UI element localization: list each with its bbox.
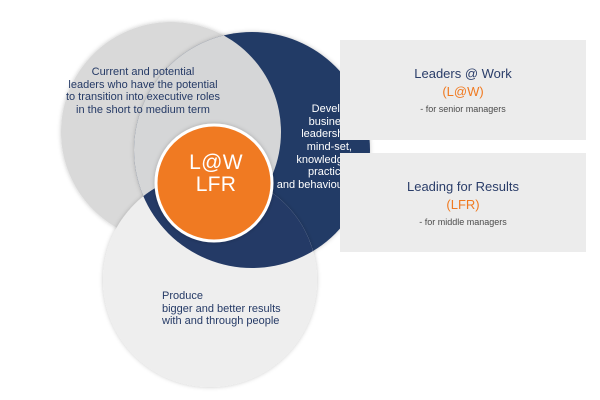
panel-note: - for middle managers xyxy=(419,217,507,227)
leaders-at-work-panel: Leaders @ Work (L@W) - for senior manage… xyxy=(340,40,586,140)
panel-code: (LFR) xyxy=(446,197,480,212)
panel-note: - for senior managers xyxy=(420,104,506,114)
panel-title: Leaders @ Work xyxy=(414,66,512,81)
navy-line-4: mind-set, xyxy=(306,140,352,153)
bottom-circle-line-1: Produce xyxy=(162,290,203,302)
top-circle-text: Current and potential leaders who have t… xyxy=(58,66,228,117)
navy-line-3: leadership xyxy=(301,128,352,141)
bottom-circle-line-3: with and through people xyxy=(162,315,280,328)
bottom-circle-line-2: bigger and better results xyxy=(162,302,281,315)
top-circle-line-3: to transition into executive roles xyxy=(65,91,221,104)
leading-for-results-panel: Leading for Results (LFR) - for middle m… xyxy=(340,153,586,252)
navy-line-7: and behaviours xyxy=(276,178,352,191)
center-label: L@W LFR xyxy=(156,151,276,197)
panel-code: (L@W) xyxy=(442,84,484,99)
center-label-line-1: L@W xyxy=(189,151,243,174)
top-circle-line-1: Current and potential xyxy=(91,66,195,78)
center-label-line-2: LFR xyxy=(195,173,237,197)
bottom-circle-text: Produce bigger and better results with a… xyxy=(162,290,302,328)
top-circle-line-4: in the short to medium term xyxy=(76,103,210,116)
top-circle-line-2: leaders who have the potential xyxy=(68,78,218,91)
navy-line-5: knowledge, xyxy=(296,153,352,166)
center-orange-circle xyxy=(154,123,274,243)
panel-title: Leading for Results xyxy=(406,179,519,194)
